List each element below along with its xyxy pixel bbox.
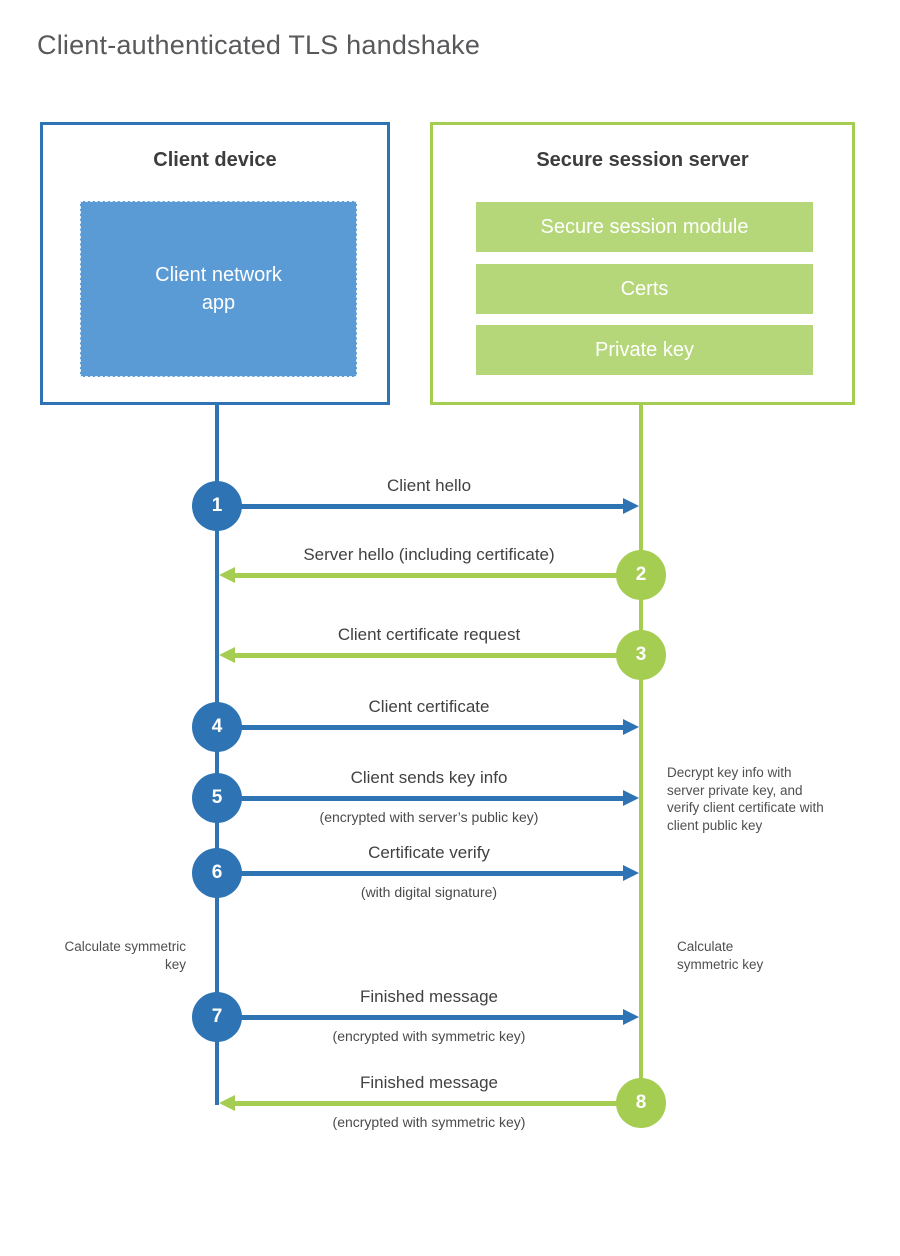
step-circle-3: 3 (616, 630, 666, 680)
server-module-certs: Certs (476, 264, 813, 314)
arrowhead-left-icon (219, 647, 235, 663)
client-network-app-box: Client network app (80, 201, 357, 377)
message-label: Server hello (including certificate) (303, 545, 555, 564)
message-label: Client certificate request (337, 625, 521, 644)
message-label: Client sends key info (350, 768, 508, 787)
message-label: Certificate verify (368, 843, 490, 862)
message-arrow-line (217, 796, 624, 801)
server-module-secure-session: Secure session module (476, 202, 813, 252)
decrypt-note: Decrypt key info with server private key… (667, 765, 824, 833)
client-device-title: Client device (153, 149, 277, 171)
page-title: Client-authenticated TLS handshake (37, 30, 481, 60)
message-arrow-line (234, 573, 641, 578)
calc-symmetric-key-note-client: Calculate symmetric key (64, 939, 186, 972)
arrowhead-right-icon (623, 865, 639, 881)
message-arrow-line (217, 871, 624, 876)
arrowhead-right-icon (623, 790, 639, 806)
message-label: Client certificate (368, 697, 490, 716)
arrowhead-left-icon (219, 1095, 235, 1111)
message-arrow-line (217, 725, 624, 730)
message-label: Client hello (386, 476, 472, 495)
message-sublabel: (encrypted with symmetric key) (332, 1114, 526, 1130)
step-circle-7: 7 (192, 992, 242, 1042)
arrowhead-left-icon (219, 567, 235, 583)
message-arrow-line (217, 1015, 624, 1020)
message-arrow-line (217, 504, 624, 509)
secure-session-server-box: Secure session server Secure session mod… (430, 122, 855, 405)
arrowhead-right-icon (623, 719, 639, 735)
step-circle-8: 8 (616, 1078, 666, 1128)
step-circle-2: 2 (616, 550, 666, 600)
client-device-box: Client device Client network app (40, 122, 390, 405)
message-label: Finished message (360, 1073, 498, 1092)
calc-symmetric-key-note-server: Calculate symmetric key (677, 939, 764, 972)
server-lifeline (639, 405, 643, 1105)
server-module-private-key: Private key (476, 325, 813, 375)
message-sublabel: (encrypted with symmetric key) (332, 1028, 526, 1044)
arrowhead-right-icon (623, 498, 639, 514)
message-sublabel: (with digital signature) (360, 884, 498, 900)
step-circle-6: 6 (192, 848, 242, 898)
message-label: Finished message (360, 987, 498, 1006)
step-circle-5: 5 (192, 773, 242, 823)
step-circle-4: 4 (192, 702, 242, 752)
message-sublabel: (encrypted with server’s public key) (319, 809, 539, 825)
step-circle-1: 1 (192, 481, 242, 531)
message-arrow-line (234, 653, 641, 658)
client-lifeline (215, 405, 219, 1105)
message-arrow-line (234, 1101, 641, 1106)
server-title: Secure session server (536, 149, 749, 171)
arrowhead-right-icon (623, 1009, 639, 1025)
